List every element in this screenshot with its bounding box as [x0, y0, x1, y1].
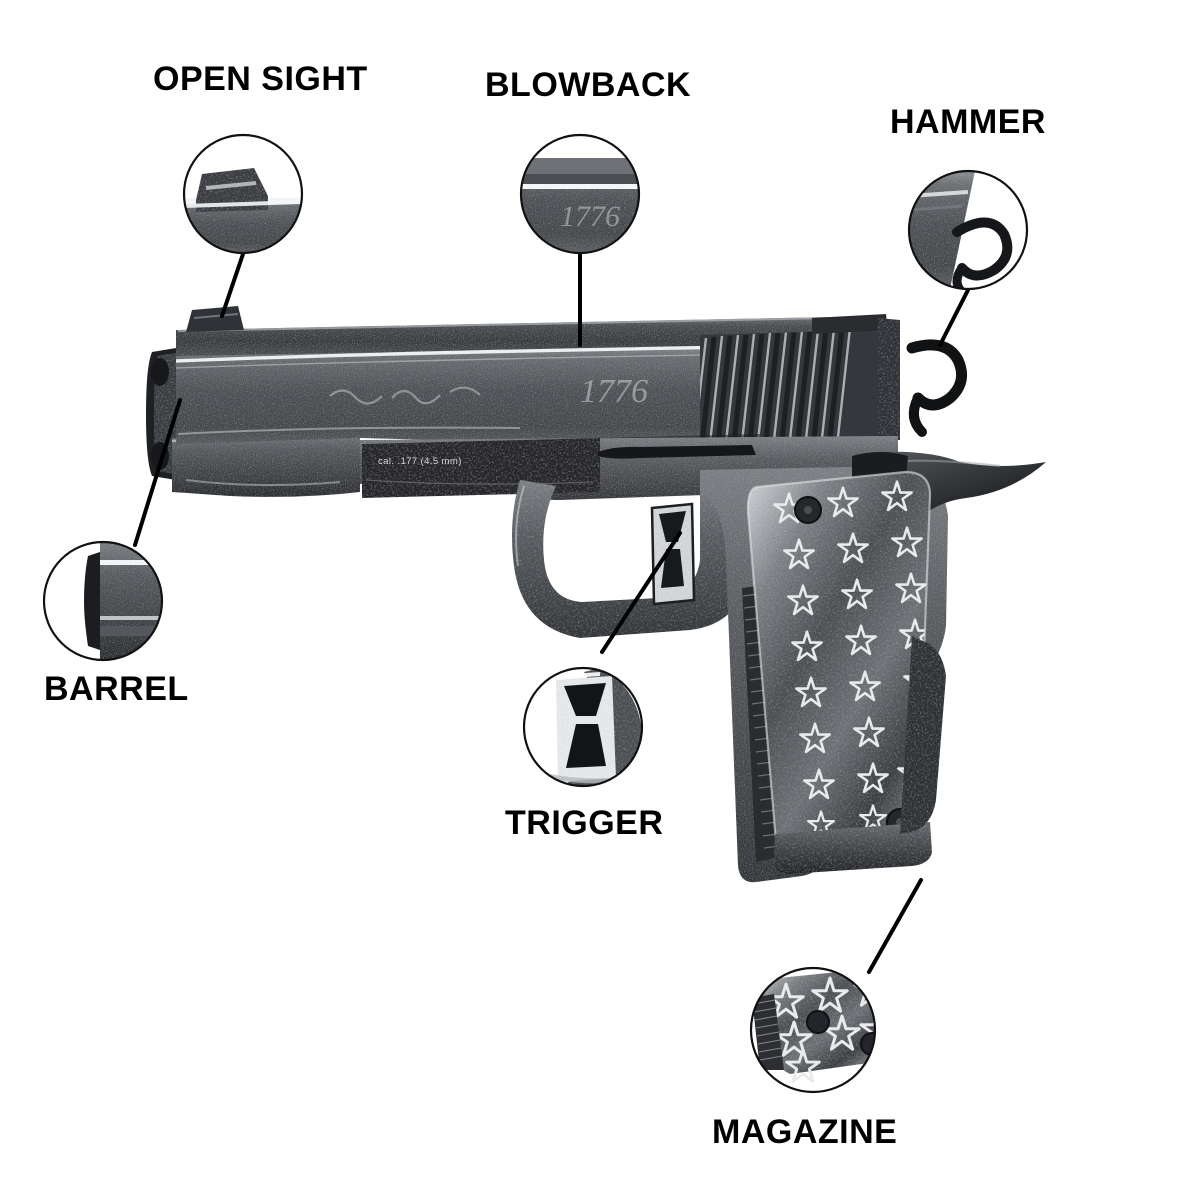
- callout-leader-lines: [133, 252, 970, 974]
- label-barrel: BARREL: [44, 670, 189, 708]
- svg-text:1776: 1776: [560, 200, 620, 233]
- callout-circle-magazine[interactable]: [749, 966, 895, 1094]
- pistol-dust-cover: [172, 430, 360, 497]
- leader-barrel: [133, 398, 182, 547]
- slide-stop-lever: [598, 445, 756, 459]
- callout-circle-trigger[interactable]: [522, 666, 644, 790]
- pistol-hammer: [906, 339, 968, 437]
- leader-open-sight: [220, 252, 245, 318]
- pistol-barrel: [146, 348, 176, 480]
- pistol-front-sight: [186, 306, 244, 332]
- leader-hammer: [938, 288, 970, 347]
- label-blowback: BLOWBACK: [485, 66, 692, 104]
- pistol-trigger: [650, 502, 696, 606]
- leader-magazine: [867, 878, 923, 974]
- callout-circle-barrel[interactable]: [42, 540, 164, 662]
- callout-circle-open-sight[interactable]: [182, 133, 304, 255]
- leader-trigger: [600, 531, 682, 654]
- callout-circle-blowback[interactable]: 1776: [519, 133, 641, 255]
- callout-circle-hammer[interactable]: [907, 169, 1029, 292]
- pistol-frame: cal. .177 (4.5 mm): [360, 339, 1046, 883]
- mainspring-housing: [900, 636, 946, 834]
- label-hammer: HAMMER: [890, 103, 1046, 141]
- pistol-rear-sight: [812, 314, 888, 334]
- pistol-slide: 1776: [175, 306, 900, 452]
- caliber-marking: cal. .177 (4.5 mm): [378, 456, 462, 467]
- label-open-sight: OPEN SIGHT: [153, 60, 368, 98]
- slide-engraving: [329, 386, 481, 405]
- slide-text-1776: 1776: [580, 373, 648, 410]
- slide-serrations: [700, 330, 880, 445]
- pistol-illustration: 1776: [146, 306, 1046, 883]
- label-magazine: MAGAZINE: [712, 1113, 898, 1151]
- label-trigger: TRIGGER: [505, 804, 664, 842]
